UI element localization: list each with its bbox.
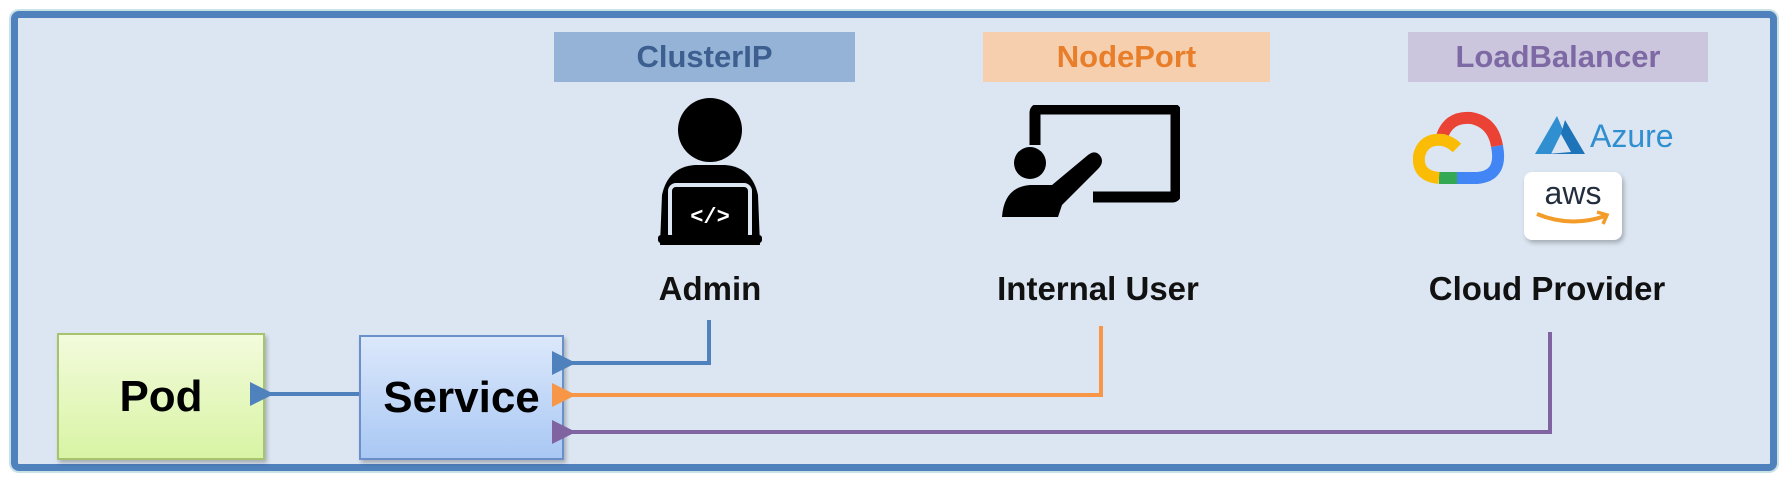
internal-user-label: Internal User [997,270,1199,307]
loadbalancer-label: LoadBalancer [1408,32,1708,82]
cloud-provider-label: Cloud Provider [1428,270,1666,307]
aws-logo-text: aws [1544,175,1602,211]
presenter-board-icon [1002,105,1180,217]
aws-smile-icon [1536,210,1610,225]
clusterip-label: ClusterIP [554,32,855,82]
google-cloud-icon [1413,111,1504,184]
developer-laptop-icon: </> [658,98,762,245]
service-label: Service [383,372,540,422]
code-glyph: </> [690,205,730,230]
pod-box: Pod [57,333,265,460]
azure-icon [1535,116,1585,154]
nodeport-label: NodePort [983,32,1270,82]
service-box: Service [359,335,564,460]
azure-logo-text: Azure [1590,118,1674,154]
admin-label: Admin [658,270,762,307]
aws-logo: aws [1524,172,1622,240]
pod-label: Pod [119,371,203,421]
